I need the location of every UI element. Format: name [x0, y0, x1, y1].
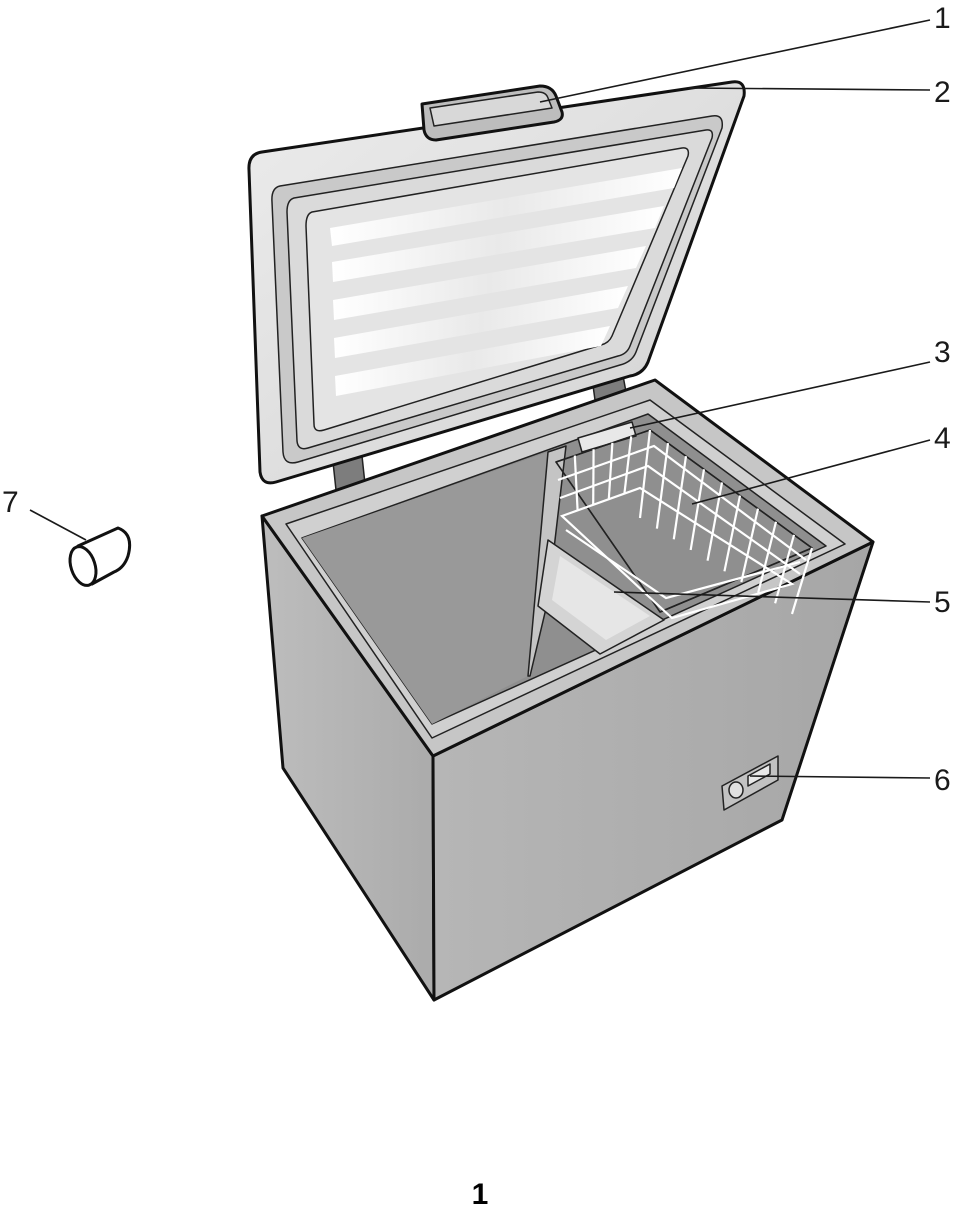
callout-labels: 1 2 3 4 5 6 7 — [2, 2, 951, 797]
basket-compartment-face — [552, 556, 650, 640]
basket-wire — [623, 436, 633, 494]
callout-1: 1 — [934, 2, 951, 35]
basket-wire — [757, 521, 778, 593]
basket-wire — [638, 429, 652, 519]
callout-7: 7 — [2, 486, 19, 519]
interior-light — [577, 421, 637, 453]
basket-wire — [607, 442, 614, 500]
callout-3: 3 — [934, 336, 951, 369]
basket-wire — [672, 456, 688, 540]
cabinet — [260, 378, 875, 1002]
basket-wire — [790, 547, 814, 615]
basket-wire — [774, 534, 796, 604]
lid-stripes — [330, 168, 682, 396]
callout-6: 6 — [934, 764, 951, 797]
figure-number: 1 — [472, 1178, 489, 1206]
storage-basket — [555, 429, 814, 620]
interior-left-wall — [302, 452, 548, 724]
callout-5: 5 — [934, 586, 951, 619]
lid-handle-top — [429, 91, 553, 127]
callout-2: 2 — [934, 76, 951, 109]
thermostat-knob — [728, 781, 744, 799]
basket-wire — [573, 455, 579, 511]
leader-lines — [29, 19, 931, 779]
callout-4: 4 — [934, 422, 951, 455]
lid — [247, 80, 746, 491]
basket-wire — [655, 442, 670, 529]
drain-plug-accessory — [68, 526, 132, 587]
control-panel — [721, 755, 779, 811]
